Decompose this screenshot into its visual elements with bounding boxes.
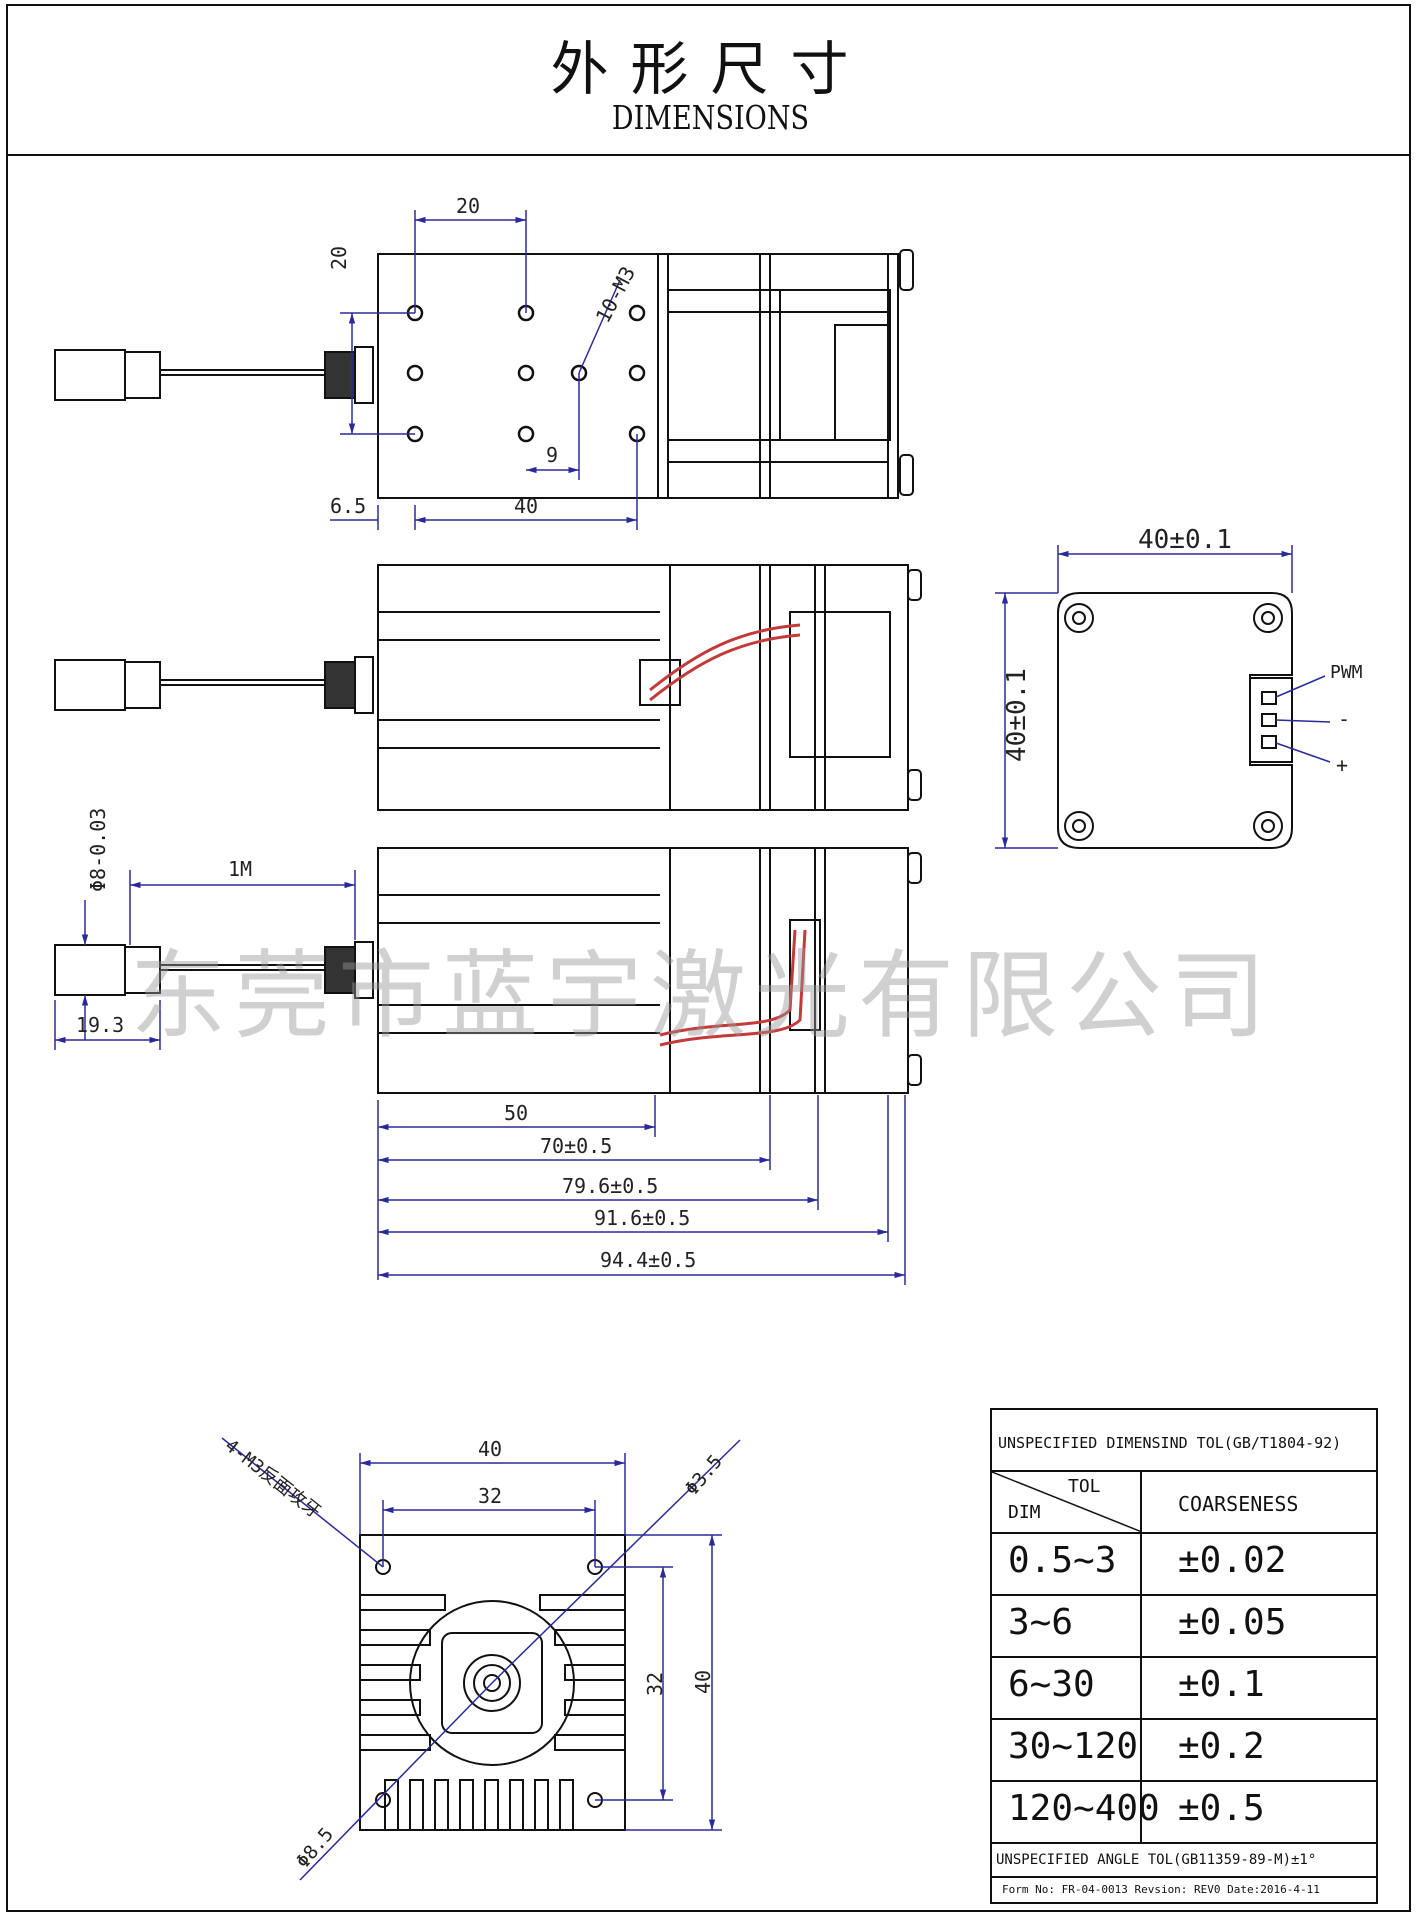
connector-label-pwm: PWM xyxy=(1330,662,1363,683)
angle-tolerance-note: UNSPECIFIED ANGLE TOL(GB11359-89-M)±1° xyxy=(992,1844,1376,1878)
top-view xyxy=(54,249,914,499)
dim-cable-length: 1M xyxy=(228,857,252,881)
dim-end-width-40: 40 xyxy=(478,1437,502,1461)
side-view-dimensions xyxy=(54,870,906,1285)
dim-end-height-40: 40 xyxy=(691,1670,715,1694)
tol-cell: ±0.02 xyxy=(1178,1540,1287,1581)
tol-cell: ±0.05 xyxy=(1178,1602,1287,1643)
dim-offset-6-5: 6.5 xyxy=(330,494,366,518)
end-view xyxy=(359,1534,626,1831)
dim-length-94-4: 94.4±0.5 xyxy=(600,1248,696,1272)
tolerance-table-subheader: TOL DIM COARSENESS xyxy=(992,1472,1376,1534)
drawing-title-cn: 外形尺寸 xyxy=(550,35,871,103)
plug-body xyxy=(54,349,126,401)
side-view-bottom xyxy=(54,847,922,1094)
range-cell: 3~6 xyxy=(992,1596,1142,1656)
tolerance-table: UNSPECIFIED DIMENSIND TOL(GB/T1804-92) T… xyxy=(990,1408,1378,1904)
connector-label-plus: + xyxy=(1336,753,1348,777)
col-dim-label: DIM xyxy=(1008,1502,1041,1523)
dim-width-40: 40 xyxy=(514,494,538,518)
col-coarseness-label: COARSENESS xyxy=(1178,1492,1299,1516)
dim-length-91-6: 91.6±0.5 xyxy=(594,1206,690,1230)
table-row: 6~30 ±0.1 xyxy=(992,1658,1376,1720)
dim-plug-length: 19.3 xyxy=(76,1013,124,1037)
end-view-dimensions xyxy=(221,1437,741,1881)
table-row: 120~400 ±0.5 xyxy=(992,1782,1376,1844)
form-number-note: Form No: FR-04-0013 Revsion: REV0 Date:2… xyxy=(1002,1883,1320,1896)
dim-tol-cell: TOL DIM xyxy=(992,1472,1142,1532)
range-cell: 0.5~3 xyxy=(992,1534,1142,1594)
dim-end-height-32: 32 xyxy=(643,1672,667,1696)
dim-front-height: 40±0.1 xyxy=(1002,668,1032,762)
dim-length-70: 70±0.5 xyxy=(540,1134,612,1158)
range-cell: 120~400 xyxy=(992,1782,1160,1842)
table-row: 3~6 ±0.05 xyxy=(992,1596,1376,1658)
dim-length-50: 50 xyxy=(504,1101,528,1125)
dim-hole-spacing-y: 20 xyxy=(327,246,351,270)
drawing-frame xyxy=(6,4,1411,1912)
front-view-dimensions xyxy=(995,545,1331,849)
top-view-dimensions xyxy=(330,210,638,530)
connector-label-minus: - xyxy=(1338,707,1350,731)
dim-plug-diameter: Φ8-0.03 xyxy=(86,808,110,892)
table-row: 0.5~3 ±0.02 xyxy=(992,1534,1376,1596)
dia-callout-top: Φ3.5 xyxy=(681,1451,727,1500)
tol-cell: ±0.1 xyxy=(1178,1664,1265,1705)
diagonal-divider xyxy=(992,1472,1142,1532)
dim-hole-spacing-x: 20 xyxy=(456,194,480,218)
hole-callout-end: 4-M3反面攻牙 xyxy=(221,1435,325,1523)
tol-cell: ±0.5 xyxy=(1178,1788,1265,1829)
range-cell: 30~120 xyxy=(992,1720,1142,1780)
tol-cell: ±0.2 xyxy=(1178,1726,1265,1767)
dim-end-width-32: 32 xyxy=(478,1484,502,1508)
tolerance-table-header: UNSPECIFIED DIMENSIND TOL(GB/T1804-92) xyxy=(992,1410,1376,1472)
range-cell: 6~30 xyxy=(992,1658,1142,1718)
title-separator xyxy=(6,154,1411,156)
col-tol-label: TOL xyxy=(1068,1476,1101,1497)
dim-offset-9: 9 xyxy=(546,443,558,467)
front-view xyxy=(1057,592,1293,849)
table-row: 30~120 ±0.2 xyxy=(992,1720,1376,1782)
drawing-title-en: DIMENSIONS xyxy=(611,98,810,137)
side-view-middle xyxy=(54,564,922,811)
dim-front-width: 40±0.1 xyxy=(1138,525,1232,555)
dim-length-79-6: 79.6±0.5 xyxy=(562,1174,658,1198)
